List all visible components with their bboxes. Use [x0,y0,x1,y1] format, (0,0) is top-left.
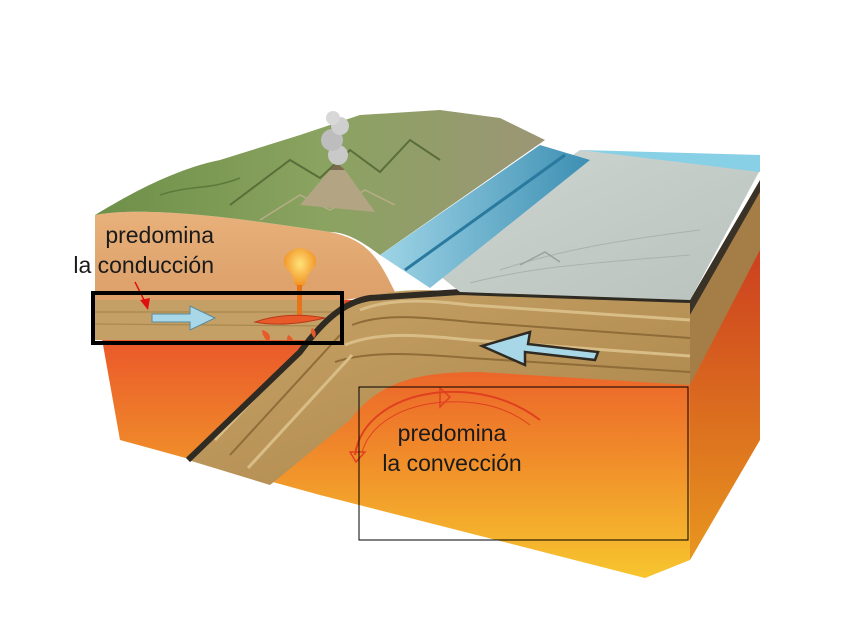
conduction-label: predomina la conducción [52,220,214,280]
magma-chamber-icon [253,248,326,350]
ocean-floor-surface [420,150,760,300]
convection-label-line2: la convección [382,450,522,476]
volcano-icon [300,163,375,212]
conduction-label-line1: predomina [105,222,214,248]
smoke-plume-icon [321,111,349,165]
plate-motion-arrow-icon-right [478,330,600,367]
conduction-zone-frame [91,291,344,345]
continental-crust [95,211,395,300]
conduction-label-line2: la conducción [73,252,214,278]
convection-label-line1: predomina [397,420,507,446]
convection-zone-frame [358,386,689,541]
continental-lithosphere [94,300,345,340]
subducting-oceanic-plate [185,288,691,485]
convection-cell-arrow-icon [348,386,541,464]
convection-label: predomina la convección [378,418,526,478]
block-side-face [690,180,760,560]
plate-motion-arrow-icon [151,305,217,331]
ocean-trench [380,145,590,288]
